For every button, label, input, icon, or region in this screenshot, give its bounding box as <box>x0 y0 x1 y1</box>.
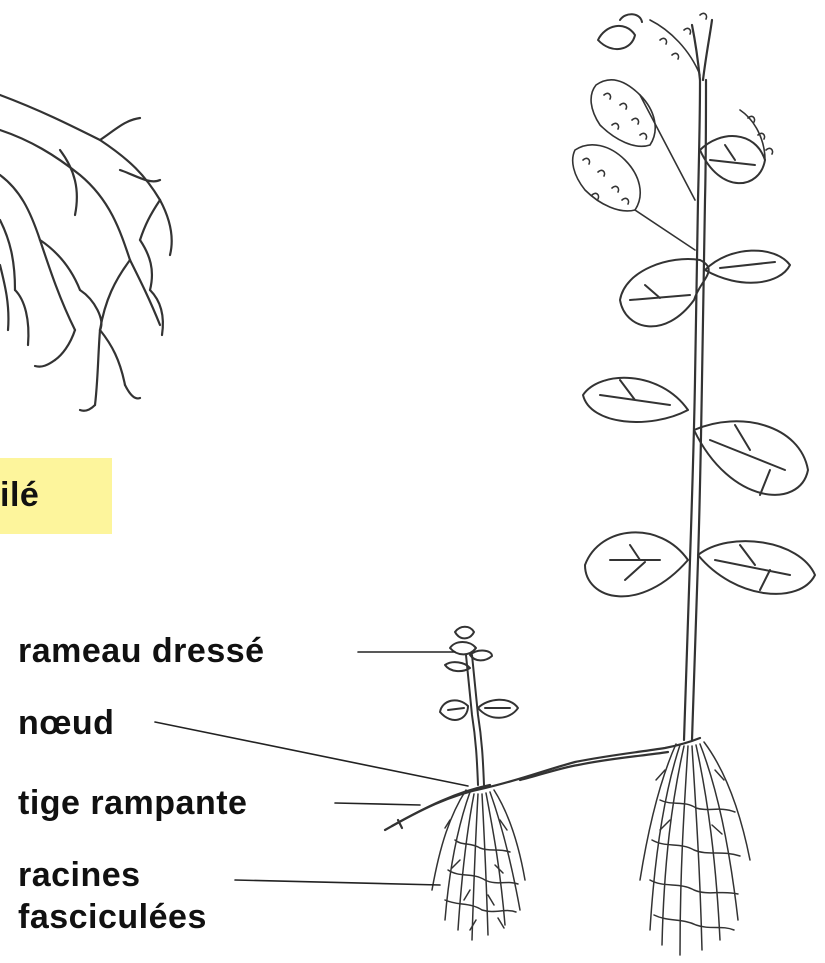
label-racines-line2: fasciculées <box>18 898 207 936</box>
large-plant-flower-clusters <box>573 13 773 250</box>
small-plant-fibrous-roots <box>432 790 525 940</box>
leader-line-racines <box>235 880 440 885</box>
partial-label: ilé <box>0 476 39 514</box>
small-upright-shoot <box>440 627 518 785</box>
label-racines-line1: racines <box>18 856 141 894</box>
branching-root-drawing <box>0 95 172 411</box>
large-plant-stem <box>684 20 712 740</box>
label-noeud: nœud <box>18 704 114 742</box>
leader-lines <box>155 652 468 885</box>
leader-line-noeud <box>155 722 468 786</box>
leader-line-tige <box>335 803 420 805</box>
large-plant-fibrous-roots <box>640 742 750 955</box>
label-rameau-dresse: rameau dressé <box>18 632 265 670</box>
label-tige-rampante: tige rampante <box>18 784 247 822</box>
